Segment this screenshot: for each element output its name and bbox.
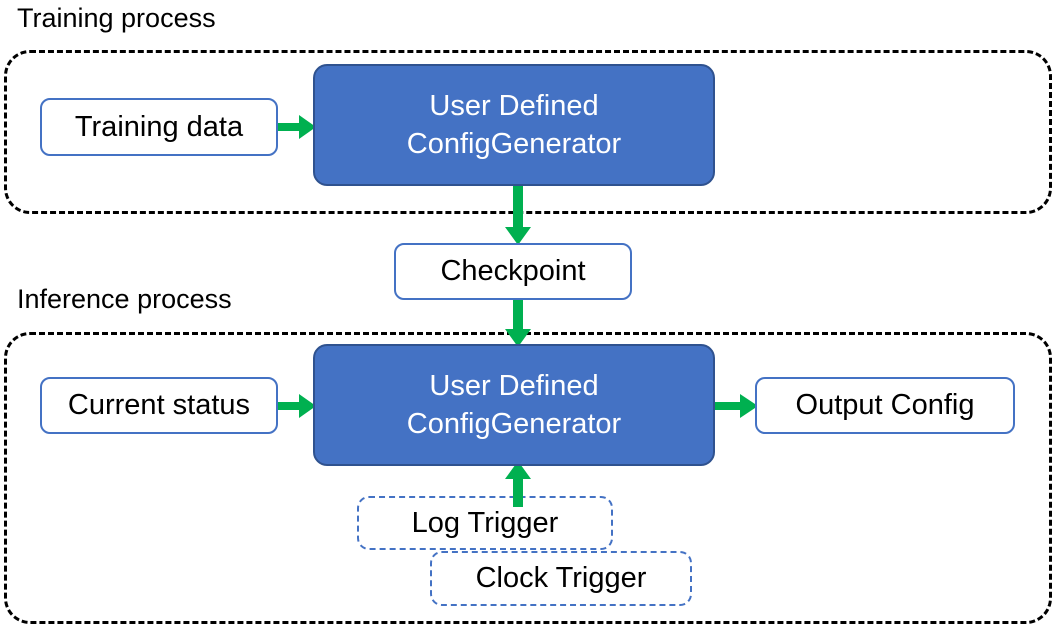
node-checkpoint[interactable]: Checkpoint	[394, 243, 632, 300]
node-generator-inference-line1: User Defined	[429, 370, 599, 402]
connector-training-data-to-generator	[278, 112, 318, 142]
node-generator-training-line2: ConfigGenerator	[406, 128, 622, 160]
node-generator-training-line1: User Defined	[429, 90, 599, 122]
node-training-data[interactable]: Training data	[40, 98, 278, 156]
connector-current-status-to-generator	[278, 391, 318, 421]
node-user-defined-config-generator-inference[interactable]: User Defined ConfigGenerator	[313, 344, 715, 466]
connector-generator-training-to-checkpoint	[503, 185, 533, 247]
connector-generator-inference-to-output-config	[715, 391, 760, 421]
node-log-trigger[interactable]: Log Trigger	[357, 496, 613, 550]
node-generator-inference-line2: ConfigGenerator	[406, 408, 622, 440]
connector-triggers-to-generator-inference	[503, 461, 533, 507]
node-clock-trigger-label: Clock Trigger	[475, 562, 647, 594]
node-current-status-label: Current status	[67, 389, 251, 421]
training-process-title: Training process	[17, 3, 216, 33]
connector-checkpoint-to-generator-inference	[503, 299, 533, 349]
node-checkpoint-label: Checkpoint	[440, 255, 586, 287]
node-log-trigger-label: Log Trigger	[411, 506, 559, 539]
node-current-status[interactable]: Current status	[40, 377, 278, 434]
node-output-config[interactable]: Output Config	[755, 377, 1015, 434]
node-training-data-label: Training data	[74, 110, 244, 143]
inference-process-title: Inference process	[17, 284, 232, 314]
node-user-defined-config-generator-training[interactable]: User Defined ConfigGenerator	[313, 64, 715, 186]
node-output-config-label: Output Config	[795, 389, 975, 421]
node-clock-trigger[interactable]: Clock Trigger	[430, 551, 692, 606]
inference-process-container	[4, 332, 1052, 624]
training-process-container	[4, 50, 1052, 214]
